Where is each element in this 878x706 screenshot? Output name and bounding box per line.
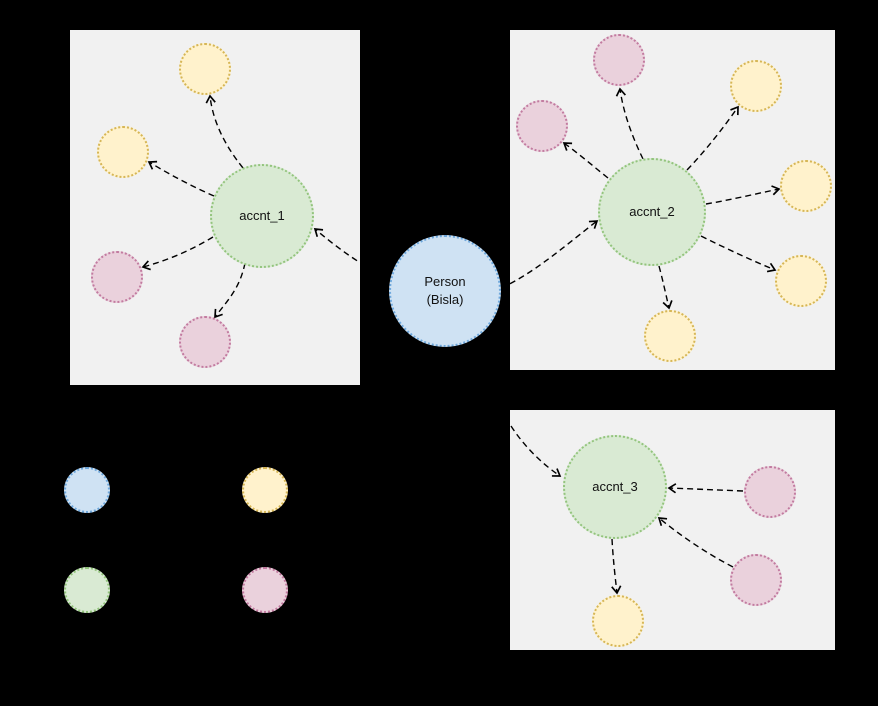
- legend-swatch-person: [64, 467, 110, 513]
- accnt3-node: accnt_3: [563, 435, 667, 539]
- accnt1-attr-yellow-top: [179, 43, 231, 95]
- accnt3-attr-pink-bottomright: [730, 554, 782, 606]
- accnt3-label: accnt_3: [592, 478, 638, 494]
- legend-swatch-pink-attribute: [242, 567, 288, 613]
- accnt2-attr-yellow-bottom: [644, 310, 696, 362]
- accnt2-attr-pink-top: [593, 34, 645, 86]
- accnt1-node: accnt_1: [210, 164, 314, 268]
- legend-swatch-account: [64, 567, 110, 613]
- person-label: Person (Bisla): [424, 273, 466, 307]
- accnt3-attr-pink-right: [744, 466, 796, 518]
- accnt1-attr-yellow-left: [97, 126, 149, 178]
- accnt2-attr-yellow-topright: [730, 60, 782, 112]
- accnt1-attr-pink-bottom: [179, 316, 231, 368]
- accnt2-attr-yellow-bottomright: [775, 255, 827, 307]
- accnt2-attr-yellow-right: [780, 160, 832, 212]
- legend-swatch-yellow-attribute: [242, 467, 288, 513]
- accnt3-attr-yellow-bottom: [592, 595, 644, 647]
- person-node: Person (Bisla): [389, 235, 501, 347]
- accnt2-label: accnt_2: [629, 203, 675, 219]
- accnt3-panel: [510, 410, 835, 650]
- accnt1-attr-pink-left: [91, 251, 143, 303]
- accnt1-label: accnt_1: [239, 207, 285, 223]
- accnt2-node: accnt_2: [598, 158, 706, 266]
- accnt2-attr-pink-left: [516, 100, 568, 152]
